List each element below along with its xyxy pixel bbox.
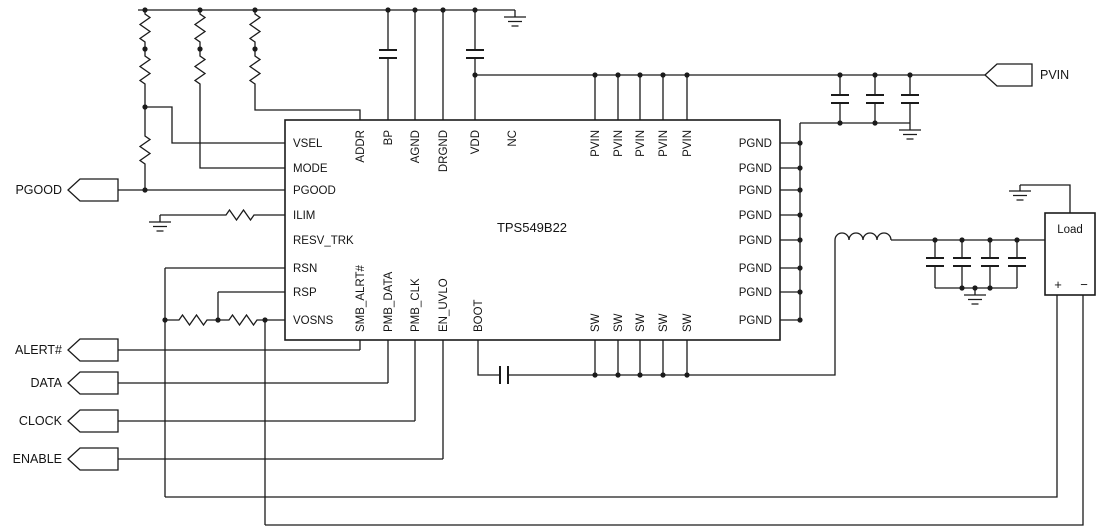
pin-label-pvin-5: PVIN bbox=[682, 130, 694, 157]
capacitor-symbol bbox=[866, 94, 884, 104]
data-flag-icon bbox=[67, 371, 119, 395]
resistor-symbol bbox=[175, 313, 211, 327]
pin-label-sw-4: SW bbox=[658, 313, 670, 332]
pin-label-mode: MODE bbox=[293, 163, 328, 175]
net-flags: PVIN PGOOD ALERT# DATA CLOCK ENABLE bbox=[13, 63, 1069, 471]
pin-label-addr: ADDR bbox=[355, 130, 367, 163]
pin-label-pgood: PGOOD bbox=[293, 185, 336, 197]
pin-label-pgnd-7: PGND bbox=[739, 287, 772, 299]
bottom-pin-labels: SMB_ALRT# PMB_DATA PMB_CLK EN_UVLO BOOT … bbox=[355, 264, 694, 332]
pin-label-pgnd-4: PGND bbox=[739, 210, 772, 222]
load-box bbox=[1044, 212, 1096, 296]
pin-label-rsp: RSP bbox=[293, 287, 317, 299]
pin-label-pvin-3: PVIN bbox=[635, 130, 647, 157]
capacitor-symbol bbox=[831, 94, 849, 104]
resistor-symbol bbox=[248, 10, 262, 46]
net-flag-pgood-label: PGOOD bbox=[15, 183, 62, 197]
pin-label-sw-2: SW bbox=[613, 313, 625, 332]
pvin-flag-icon bbox=[984, 63, 1033, 87]
pin-label-sw-3: SW bbox=[635, 313, 647, 332]
capacitor-symbol bbox=[901, 94, 919, 104]
net-flag-enable-label: ENABLE bbox=[13, 452, 62, 466]
capacitor-symbol bbox=[466, 49, 484, 59]
pin-label-pvin-2: PVIN bbox=[613, 130, 625, 157]
resistor-symbol bbox=[138, 10, 152, 46]
load-label: Load bbox=[1057, 224, 1083, 236]
load-plus-label: + bbox=[1054, 277, 1062, 292]
resistor-symbol bbox=[222, 208, 258, 222]
pin-label-bp: BP bbox=[383, 130, 395, 146]
alert-flag-icon bbox=[67, 338, 119, 362]
pin-label-nc: NC bbox=[507, 130, 519, 147]
capacitor-symbol bbox=[379, 49, 397, 59]
pin-label-smb-alrt: SMB_ALRT# bbox=[355, 264, 367, 332]
ground-icon bbox=[504, 10, 526, 27]
resistor-symbol bbox=[225, 313, 261, 327]
pin-label-boot: BOOT bbox=[473, 299, 485, 332]
resistor-symbol bbox=[138, 132, 152, 168]
pin-label-pvin-1: PVIN bbox=[590, 130, 602, 157]
pin-label-pvin-4: PVIN bbox=[658, 130, 670, 157]
top-pin-labels: ADDR BP AGND DRGND VDD NC PVIN PVIN PVIN… bbox=[355, 130, 694, 172]
enable-flag-icon bbox=[67, 447, 119, 471]
pin-label-pmb-clk: PMB_CLK bbox=[410, 278, 422, 332]
load-block: Load + − bbox=[1044, 212, 1096, 296]
resistor-symbols bbox=[138, 10, 262, 327]
ground-icon bbox=[1009, 185, 1031, 201]
ground-icon bbox=[899, 123, 921, 140]
net-flag-data-label: DATA bbox=[31, 376, 63, 390]
pin-label-pgnd-8: PGND bbox=[739, 315, 772, 327]
part-number-label: TPS549B22 bbox=[497, 220, 567, 235]
pin-label-vsel: VSEL bbox=[293, 138, 323, 150]
clock-flag-icon bbox=[67, 409, 119, 433]
pin-label-vdd: VDD bbox=[470, 130, 482, 154]
capacitor-symbol bbox=[1008, 257, 1026, 267]
resistor-symbol bbox=[138, 52, 152, 88]
pin-label-sw-5: SW bbox=[682, 313, 694, 332]
pin-label-pgnd-1: PGND bbox=[739, 138, 772, 150]
capacitor-symbol bbox=[926, 257, 944, 267]
net-flag-clock-label: CLOCK bbox=[19, 414, 63, 428]
ground-icon bbox=[149, 215, 171, 232]
pin-label-pgnd-3: PGND bbox=[739, 185, 772, 197]
capacitor-symbols bbox=[379, 49, 1026, 384]
ic-body bbox=[284, 119, 781, 341]
left-pin-labels: VSEL MODE PGOOD ILIM RESV_TRK RSN RSP VO… bbox=[293, 138, 354, 327]
junction-dots bbox=[142, 7, 1020, 378]
pin-label-pgnd-2: PGND bbox=[739, 163, 772, 175]
pin-label-en-uvlo: EN_UVLO bbox=[438, 278, 450, 332]
pin-label-agnd: AGND bbox=[410, 130, 422, 163]
pin-label-pgnd-5: PGND bbox=[739, 235, 772, 247]
pin-label-vosns: VOSNS bbox=[293, 315, 334, 327]
ground-icon bbox=[964, 294, 986, 305]
resistor-symbol bbox=[248, 52, 262, 88]
pin-label-sw-1: SW bbox=[590, 313, 602, 332]
capacitor-symbol bbox=[499, 366, 509, 384]
pin-label-resv-trk: RESV_TRK bbox=[293, 235, 354, 247]
net-flag-pvin-label: PVIN bbox=[1040, 68, 1069, 82]
resistor-symbol bbox=[193, 52, 207, 88]
load-minus-label: − bbox=[1080, 277, 1088, 292]
pin-label-ilim: ILIM bbox=[293, 210, 315, 222]
inductor-symbol bbox=[834, 232, 892, 241]
pin-label-pgnd-6: PGND bbox=[739, 263, 772, 275]
ground-symbols bbox=[149, 10, 1031, 305]
resistor-symbol bbox=[193, 10, 207, 46]
right-pin-labels: PGND PGND PGND PGND PGND PGND PGND PGND bbox=[739, 138, 772, 327]
pin-label-drgnd: DRGND bbox=[438, 130, 450, 172]
pgood-flag-icon bbox=[67, 178, 119, 202]
capacitor-symbol bbox=[953, 257, 971, 267]
pin-label-pmb-data: PMB_DATA bbox=[383, 271, 395, 332]
pin-label-rsn: RSN bbox=[293, 263, 317, 275]
capacitor-symbol bbox=[981, 257, 999, 267]
net-flag-alert-label: ALERT# bbox=[15, 343, 62, 357]
